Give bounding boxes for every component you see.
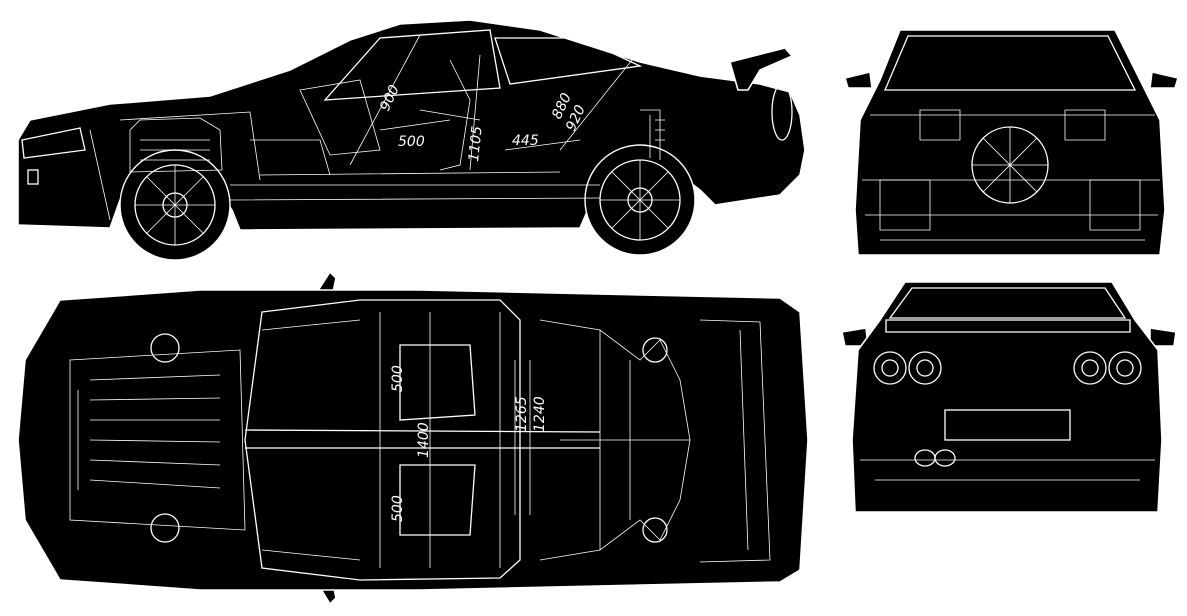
- rear-view-body: [851, 281, 1163, 513]
- side-view-drivetrain: [89, 59, 665, 221]
- top-view: 500 500 1400 1265 1240: [17, 270, 809, 606]
- top-view-cabin: [244, 299, 521, 581]
- rear-view-exhaust: [914, 449, 956, 467]
- top-view-left-seats: [399, 344, 476, 421]
- rear-view-left-tail-lamps: [873, 351, 942, 385]
- rear-view-license-plate: [944, 409, 1071, 441]
- front-view: [843, 29, 1180, 256]
- front-view-windscreen: [884, 35, 1137, 91]
- top-view-dim-1265: 1265: [514, 396, 530, 432]
- side-view-front-window: [323, 29, 501, 101]
- side-view: 900 500 1105 445 880 920: [17, 19, 806, 261]
- top-view-dim-1240: 1240: [532, 396, 548, 432]
- top-view-dim-1400: 1400: [416, 422, 432, 458]
- side-view-dim-445: 445: [512, 133, 539, 149]
- side-view-rear-window: [494, 37, 643, 85]
- top-view-dim-500-lower: 500: [390, 495, 406, 522]
- top-view-rear-suspension: [539, 319, 691, 561]
- side-view-headlight: [21, 127, 86, 159]
- top-view-right-seats: [399, 464, 476, 536]
- side-view-rear-spoiler: [729, 47, 794, 91]
- side-view-rear-wheel: [584, 144, 696, 256]
- front-view-mirror-left: [843, 71, 873, 89]
- top-view-driveshaft: [244, 429, 601, 449]
- rear-view-mirror-right: [1149, 327, 1177, 347]
- rear-view: [841, 281, 1177, 513]
- front-view-mirror-right: [1149, 71, 1180, 89]
- rear-view-right-tail-lamps: [1073, 351, 1142, 385]
- top-view-dim-500-upper: 500: [390, 365, 406, 392]
- top-view-body: [17, 289, 809, 591]
- side-view-dim-1105: 1105: [466, 125, 486, 162]
- top-view-engine-bay: [69, 349, 246, 531]
- rear-view-spoiler: [885, 319, 1131, 333]
- side-view-front-wheel: [119, 149, 231, 261]
- side-view-dim-500: 500: [398, 134, 425, 150]
- rear-view-rear-window: [888, 287, 1127, 319]
- side-view-tail-lamp: [771, 83, 793, 141]
